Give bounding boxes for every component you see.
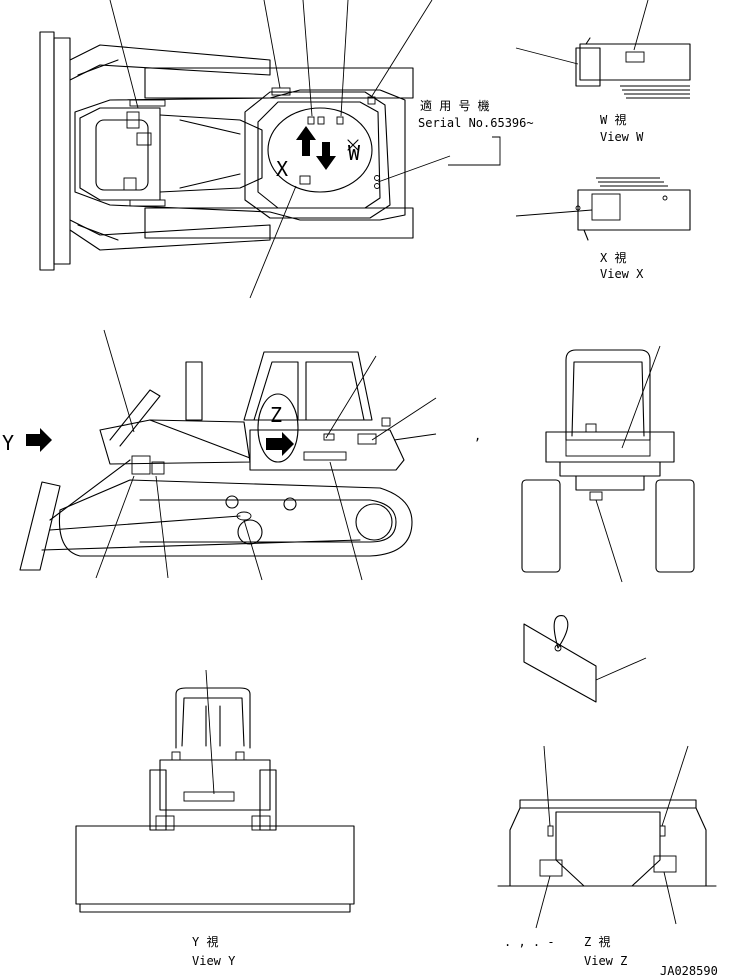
side-view-dozer	[19, 329, 437, 581]
top-view-dozer	[39, 0, 451, 299]
view-y-en-label: View Y	[192, 954, 236, 968]
view-w-jp-label: W 視	[600, 112, 626, 127]
view-w-en-label: View W	[600, 130, 644, 144]
rear-view-dozer	[521, 345, 695, 583]
view-x-detail	[515, 177, 691, 241]
view-y-front-dozer	[75, 669, 355, 913]
view-z-en-label: View Z	[584, 954, 627, 968]
marker-z-label: Z	[270, 403, 282, 427]
serial-number-label: Serial No.65396~	[418, 116, 534, 130]
view-x-jp-label: X 視	[600, 250, 626, 265]
marker-w-label: W	[348, 141, 361, 165]
drawing-number: JA028590	[660, 964, 718, 978]
view-z-detail	[497, 745, 717, 929]
serial-applicable-label: 適 用 号 機	[420, 98, 490, 113]
marker-y-label: Y	[2, 431, 14, 455]
view-y-jp-label: Y 視	[192, 934, 218, 949]
view-x-en-label: View X	[600, 267, 644, 281]
view-z-prefix-marks: . , . -	[504, 935, 555, 949]
comma-mark: ,	[474, 429, 481, 443]
view-z-jp-label: Z 視	[584, 934, 610, 949]
view-w-detail	[515, 0, 691, 99]
tag-detail	[523, 615, 647, 703]
marker-x-label: X	[276, 157, 288, 181]
serial-bracket	[448, 136, 501, 166]
